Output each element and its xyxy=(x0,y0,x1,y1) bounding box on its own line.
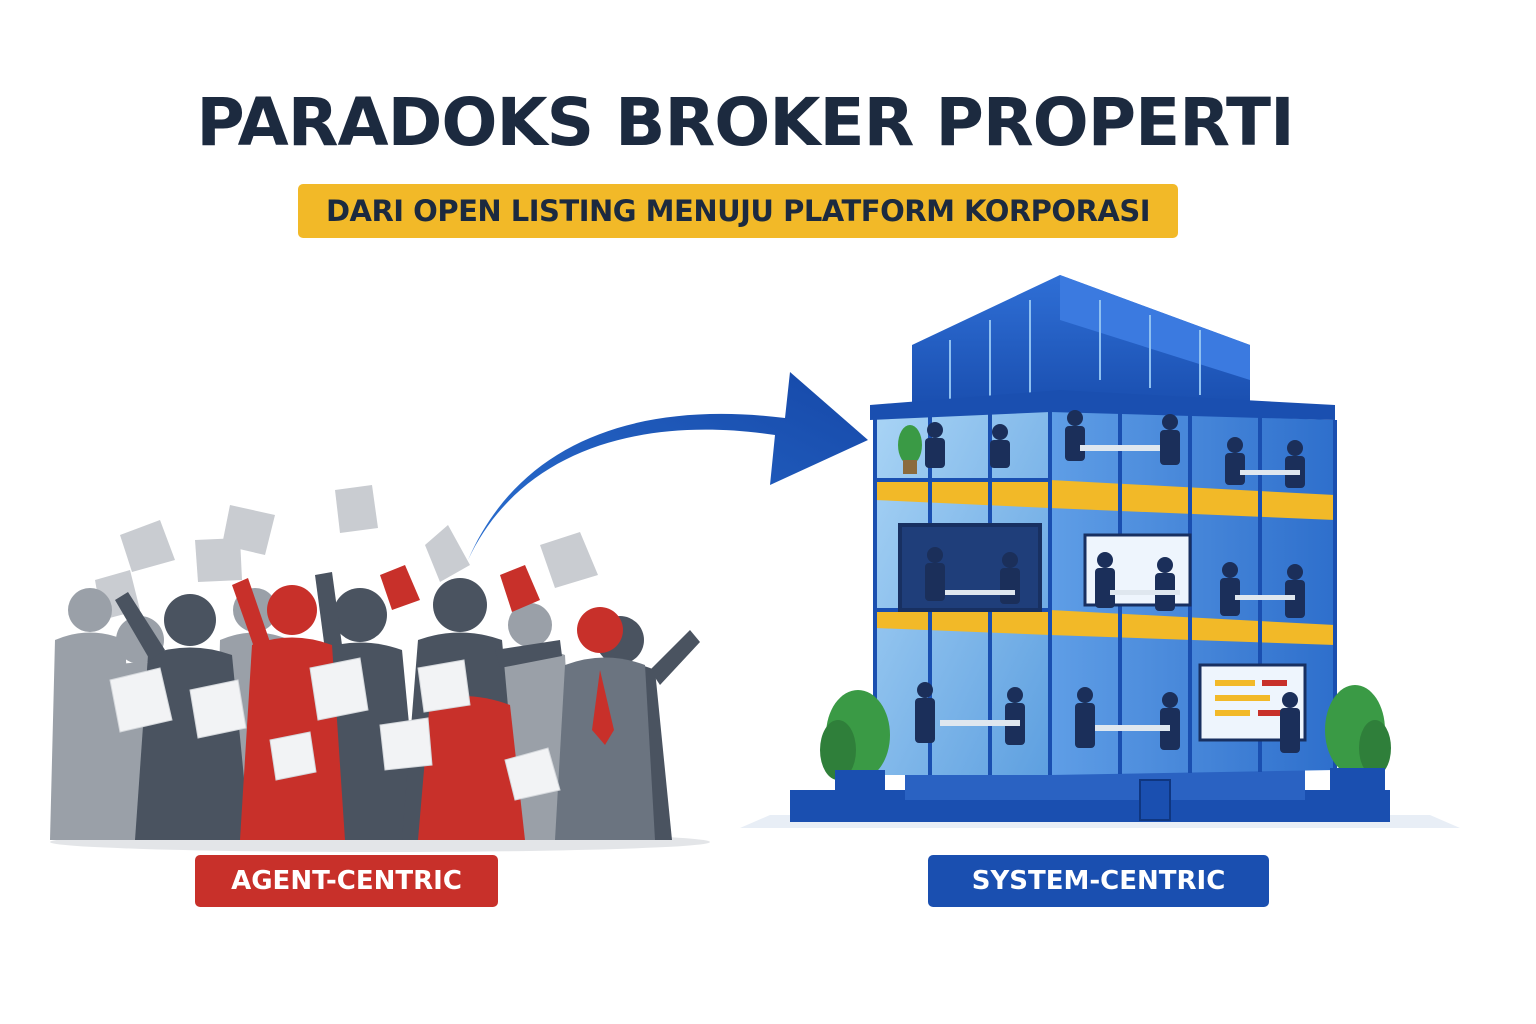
plant-left-icon xyxy=(820,690,890,805)
transition-arrow xyxy=(468,372,868,560)
plant-right-icon xyxy=(1325,685,1391,806)
system-centric-label: SYSTEM-CENTRIC xyxy=(928,855,1269,907)
subtitle-banner: DARI OPEN LISTING MENUJU PLATFORM KORPOR… xyxy=(298,184,1178,238)
corporate-building-illustration xyxy=(740,275,1460,828)
agent-crowd-illustration xyxy=(50,485,710,852)
agent-centric-label: AGENT-CENTRIC xyxy=(195,855,498,907)
page-title: PARADOKS BROKER PROPERTI xyxy=(196,84,1294,161)
